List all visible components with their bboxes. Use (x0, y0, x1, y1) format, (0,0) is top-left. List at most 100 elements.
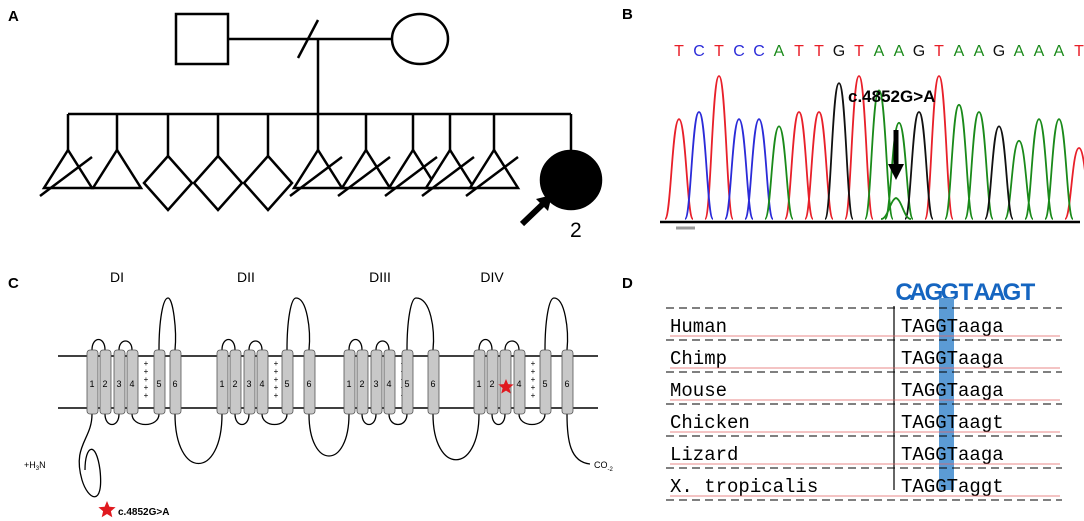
charge-plus: + (274, 375, 279, 384)
child-triangle-1 (41, 147, 95, 190)
species-sequence: TAGGTaaga (901, 380, 1004, 402)
pore-loop (544, 297, 569, 351)
deceased-slash (289, 156, 343, 197)
logo-letter: T (1021, 279, 1036, 306)
charge-plus: + (274, 359, 279, 368)
proband-arrow (519, 195, 552, 227)
loop-in (104, 413, 120, 426)
linker-2-3 (308, 413, 350, 457)
charge-plus: + (531, 367, 536, 376)
segment-label: 3 (116, 379, 121, 389)
base-call: A (1034, 43, 1045, 60)
c-terminal-tail (566, 413, 591, 465)
deceased-slash (337, 156, 391, 197)
segment-label: 4 (259, 379, 264, 389)
charge-plus: + (531, 391, 536, 400)
species-name: Mouse (670, 380, 727, 402)
child-triangle-7 (339, 147, 393, 190)
charge-plus: + (531, 359, 536, 368)
segment-label: 6 (306, 379, 311, 389)
base-call: A (1054, 43, 1065, 60)
base-call: G (993, 43, 1005, 60)
segment-label: 5 (284, 379, 289, 389)
panel-label-a: A (8, 8, 19, 25)
segment-1-5 (153, 349, 166, 415)
base-call: A (894, 43, 905, 60)
charge-plus: + (144, 383, 149, 392)
segment-1-4 (126, 349, 139, 415)
child-triangle-10 (467, 147, 521, 190)
segment-label: 1 (476, 379, 481, 389)
loop-out (91, 338, 106, 351)
child-diamond-3 (142, 154, 194, 212)
panel-label-b: B (622, 6, 633, 23)
mother-circle (390, 12, 450, 66)
domain-label: DIV (480, 269, 504, 285)
domain-label: DI (110, 269, 124, 285)
loop-in (491, 413, 506, 426)
species-sequence: TAGGTaaga (901, 348, 1004, 370)
segment-2-5 (281, 349, 294, 415)
loop-out (375, 340, 390, 351)
segment-4-4 (513, 349, 526, 415)
base-call: A (1014, 43, 1025, 60)
base-call: A (874, 43, 885, 60)
base-call: T (794, 43, 804, 60)
mutation-star-diiv (498, 379, 514, 394)
domain-label: DII (237, 269, 255, 285)
segment-label: 3 (373, 379, 378, 389)
child-triangle-8 (386, 147, 440, 190)
trace-111111 (824, 82, 1014, 220)
segment-label: 5 (542, 379, 547, 389)
segment-3-5 (401, 349, 414, 415)
base-call: C (733, 43, 745, 60)
panel-label-d: D (622, 275, 633, 292)
species-sequence: TAGGTaaga (901, 316, 1004, 338)
segment-label: 2 (359, 379, 364, 389)
segment-2-4 (256, 349, 269, 415)
segment-2-2 (229, 349, 242, 415)
species-name: Lizard (670, 444, 738, 466)
segment-4-6 (561, 349, 574, 415)
child-triangle-9 (423, 147, 477, 190)
loop-in (261, 413, 288, 426)
segment-3-1 (343, 349, 356, 415)
mutant-peak (880, 197, 912, 220)
charge-plus: + (274, 367, 279, 376)
segment-2-3 (243, 349, 256, 415)
deceased-slash (39, 156, 93, 197)
base-call: T (854, 43, 864, 60)
segment-label: 1 (219, 379, 224, 389)
base-call: A (774, 43, 785, 60)
segment-label: 5 (156, 379, 161, 389)
logo-letter: G (925, 279, 944, 306)
segment-3-4 (383, 349, 396, 415)
linker-1-2 (174, 413, 223, 465)
base-call: T (934, 43, 944, 60)
segment-label: 3 (246, 379, 251, 389)
pedigree (39, 12, 603, 212)
base-call: T (1074, 43, 1084, 60)
logo-letter: A (988, 279, 1005, 306)
loop-out (221, 338, 236, 351)
charge-plus: + (144, 375, 149, 384)
loop-in (131, 413, 160, 426)
charge-plus: + (144, 359, 149, 368)
children (39, 114, 573, 212)
loop-out (504, 340, 520, 351)
pore-loop (406, 297, 435, 351)
base-call: A (974, 43, 985, 60)
child-triangle-2 (90, 147, 144, 190)
loop-out (248, 340, 263, 351)
segment-4-1 (473, 349, 486, 415)
segment-2-1 (216, 349, 229, 415)
charge-plus: + (144, 367, 149, 376)
base-call: T (714, 43, 724, 60)
logo-letter: G (1003, 279, 1022, 306)
child-triangle-6 (291, 147, 345, 190)
segment-label: 2 (102, 379, 107, 389)
charge-plus: + (274, 383, 279, 392)
